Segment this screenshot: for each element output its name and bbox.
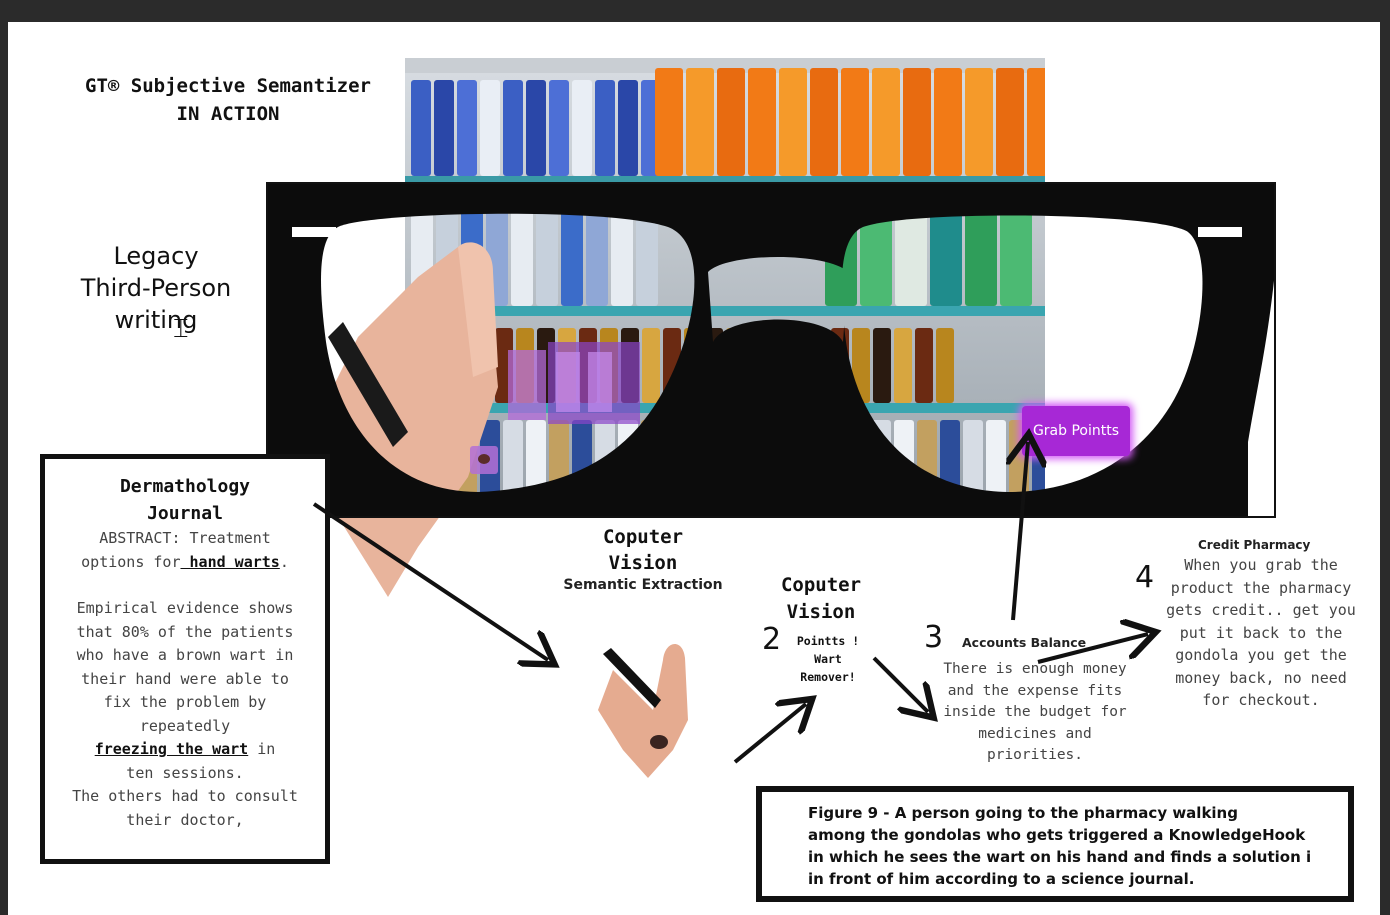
journal-freeze-suffix: in (248, 740, 276, 758)
journal-line: who have a brown wart in (76, 646, 294, 664)
step2-line-1: Pointts ! (796, 634, 860, 648)
journal-title-1: Dermathology (119, 476, 251, 497)
caption-line: in which he sees the wart on his hand an… (808, 848, 1312, 866)
cv2-heading-2: Vision (786, 601, 856, 623)
journal-line: their doctor, (126, 810, 244, 829)
legacy-line-3: writing (114, 306, 198, 334)
journal-options-prefix: options for (81, 552, 181, 571)
top-shelf-bottles (405, 58, 1045, 186)
journal-line: The others had to consult (72, 787, 298, 805)
step2-message: Pointts ! Wart Remover! (788, 632, 868, 686)
step3-line: inside the budget for (943, 704, 1127, 720)
hand-warts-link[interactable]: hand warts (180, 552, 280, 571)
product-bottle (655, 68, 683, 176)
step4-line: gondola you get the (1175, 646, 1347, 664)
figure-caption-box: Figure 9 - A person going to the pharmac… (756, 786, 1354, 902)
journal-spacer (49, 574, 321, 597)
diagram-sheet: GT® Subjective Semantizer IN ACTION Lega… (8, 22, 1380, 915)
title-line-2: IN ACTION (176, 103, 280, 125)
legacy-line-2: Third-Person (80, 274, 232, 302)
text-cursor-icon: ⌶ (173, 314, 189, 344)
step4-line: product the pharmacy (1170, 578, 1352, 597)
product-bottle (457, 80, 477, 176)
journal-line: ten sessions. (126, 763, 244, 782)
cv2-heading-1: Coputer (780, 574, 862, 596)
accounts-balance-title: Accounts Balance (962, 635, 1087, 650)
product-bottle (1027, 68, 1045, 176)
product-bottle (717, 68, 745, 176)
legacy-line-1: Legacy (113, 242, 199, 270)
product-bottle (572, 80, 592, 176)
journal-line: repeatedly (139, 716, 231, 735)
hand-wart-thumbnail (598, 643, 688, 778)
product-bottle (965, 68, 993, 176)
product-bottle (872, 68, 900, 176)
step3-line: priorities. (986, 747, 1084, 763)
computer-vision-extraction-label: Coputer Vision Semantic Extraction (553, 524, 733, 594)
credit-pharmacy-text: When you grab the product the pharmacy g… (1146, 554, 1376, 712)
step-number-4: 4 (1135, 560, 1155, 595)
accounts-balance-text: There is enough money and the expense fi… (930, 659, 1140, 767)
credit-pharmacy-title: Credit Pharmacy (1198, 538, 1311, 552)
step4-line: money back, no need (1175, 668, 1347, 687)
grab-pointts-button[interactable]: Grab Pointts (1022, 406, 1130, 456)
journal-title-2: Journal (147, 503, 223, 524)
product-bottle (996, 68, 1024, 176)
product-bottle (411, 80, 431, 176)
computer-vision-label: Coputer Vision (756, 572, 886, 626)
cv1-subtitle: Semantic Extraction (563, 577, 723, 593)
step2-line-3: Remover! (800, 670, 856, 684)
journal-line: Empirical evidence shows (76, 599, 294, 617)
journal-freeze-line: freezing the wart in (49, 738, 321, 762)
step3-line: and the expense fits (947, 682, 1123, 699)
cv1-heading-1: Coputer (602, 526, 684, 548)
cv1-heading-2: Vision (608, 552, 678, 574)
step3-line: medicines and (978, 725, 1092, 742)
step-number-3: 3 (924, 620, 944, 655)
product-bottle (934, 68, 962, 176)
step4-line: When you grab the (1184, 556, 1338, 574)
product-bottle (480, 80, 500, 176)
legacy-label: Legacy Third-Person writing (66, 240, 246, 336)
step3-line: There is enough money (943, 661, 1127, 677)
step4-line: for checkout. (1202, 691, 1320, 709)
journal-line: their hand were able to (81, 669, 289, 688)
product-bottle (810, 68, 838, 176)
product-bottle (526, 80, 546, 176)
step2-line-2: Wart (814, 652, 842, 666)
product-bottle (903, 68, 931, 176)
journal-line: fix the problem by (103, 693, 267, 711)
caption-line: Figure 9 - A person going to the pharmac… (808, 804, 1238, 822)
product-bottle (686, 68, 714, 176)
journal-options-line: options for hand warts. (49, 551, 321, 575)
product-bottle (618, 80, 638, 176)
product-bottle (779, 68, 807, 176)
frame-outline (266, 182, 1276, 518)
page-title: GT® Subjective Semantizer IN ACTION (63, 72, 393, 128)
step4-line: put it back to the (1179, 623, 1343, 642)
step-number-2: 2 (762, 622, 782, 657)
product-bottle (503, 80, 523, 176)
title-line-1: GT® Subjective Semantizer (85, 75, 371, 97)
product-bottle (748, 68, 776, 176)
caption-line: among the gondolas who gets triggered a … (808, 826, 1306, 844)
journal-abstract: ABSTRACT: Treatment (99, 529, 271, 547)
journal-line: that 80% of the patients (76, 622, 294, 641)
freezing-the-wart-link[interactable]: freezing the wart (94, 740, 249, 758)
product-bottle (595, 80, 615, 176)
product-bottle (434, 80, 454, 176)
product-bottle (841, 68, 869, 176)
journal-options-suffix: . (279, 552, 289, 571)
product-bottle (549, 80, 569, 176)
caption-line: in front of him according to a science j… (808, 870, 1195, 888)
step4-line: gets credit.. get you (1166, 601, 1356, 619)
dermatology-journal-box: Dermathology Journal ABSTRACT: Treatment… (40, 454, 330, 864)
